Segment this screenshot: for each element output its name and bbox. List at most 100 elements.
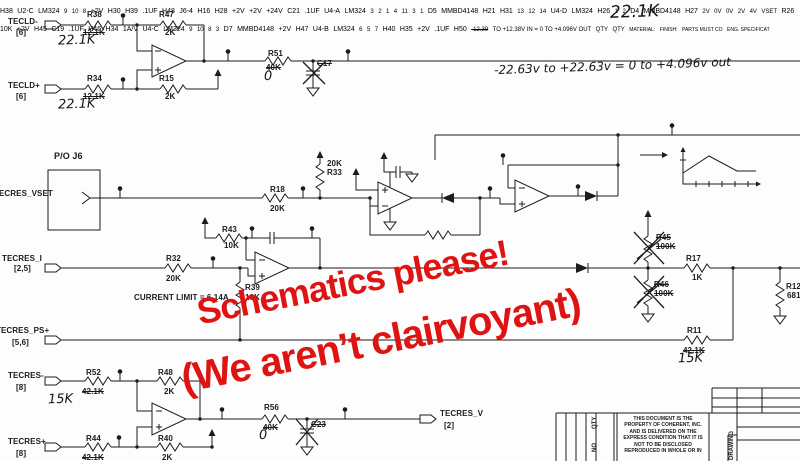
resistor-R17 bbox=[683, 263, 711, 273]
power-label-2v: +2V bbox=[90, 8, 104, 15]
opamp-polarity-marks bbox=[155, 50, 525, 430]
power-label-2v: +2V bbox=[16, 26, 30, 33]
hand-value-R38: 22.1K bbox=[57, 32, 96, 49]
sheet-ref: [8] bbox=[16, 383, 27, 392]
resistor-R32 bbox=[164, 263, 192, 273]
testpoint-H48 bbox=[345, 49, 351, 62]
arrowheads bbox=[662, 147, 761, 187]
vcc-arrow bbox=[352, 168, 360, 175]
resistor-R33 bbox=[315, 163, 325, 191]
diode-D4 bbox=[585, 191, 597, 201]
ground-symbol bbox=[383, 221, 397, 231]
part-U4-B: LM324 bbox=[333, 26, 355, 33]
pin-number: 3 bbox=[412, 9, 416, 15]
connector-flag-tecres-ps bbox=[44, 335, 62, 345]
diode-D5 bbox=[442, 193, 454, 203]
testpoint-label-H30: H30 bbox=[107, 8, 121, 15]
ref-R11: R11 bbox=[687, 326, 702, 335]
value-C23: .1UF bbox=[434, 26, 450, 33]
ref-R45: R45 bbox=[656, 233, 671, 242]
ref-R47: R47 bbox=[159, 10, 174, 19]
value-R32: 20K bbox=[166, 274, 181, 283]
ref-U4-A: U4-A bbox=[324, 8, 341, 15]
ref-R51: R51 bbox=[268, 49, 283, 58]
opamp-U2-C bbox=[151, 44, 188, 78]
ref-R17: R17 bbox=[686, 254, 701, 263]
opamp-U4-A bbox=[377, 181, 414, 215]
ref-C17: C17 bbox=[317, 59, 332, 68]
pin-number: 1 bbox=[385, 9, 390, 15]
value-C19: .1UF bbox=[68, 26, 84, 33]
power-label-2v: +2V bbox=[278, 26, 292, 33]
ref-R33: R33 bbox=[327, 168, 342, 177]
ref-U4-B: U4-B bbox=[312, 26, 329, 33]
part-D5: MMBD4148 bbox=[441, 8, 479, 15]
value-R12: 681 bbox=[787, 291, 800, 300]
titleblock-qty: QTY bbox=[612, 27, 625, 33]
deleted-component-crosses bbox=[295, 61, 665, 446]
hand-value-R11: 15K bbox=[677, 350, 704, 367]
ref-R52: R52 bbox=[86, 368, 101, 377]
j6-pin-label: J6-4 bbox=[179, 8, 193, 15]
testpoint-label-H16: H16 bbox=[197, 8, 211, 15]
pin-number: 10 bbox=[196, 27, 204, 33]
ref-R26: R26 bbox=[781, 8, 795, 15]
testpoint-H35 bbox=[116, 435, 122, 448]
diode-D7 bbox=[576, 263, 588, 273]
hand-note-22k: 22.1K bbox=[609, 1, 660, 23]
testpoint-label-H40: H40 bbox=[382, 26, 396, 33]
value-R33: 20K bbox=[327, 159, 342, 168]
hand-value-R56: 0 bbox=[258, 427, 268, 444]
testpoint-H50 bbox=[342, 407, 348, 420]
opamp-U4-D bbox=[514, 179, 551, 213]
net-label-tecres-vset: TECRES_VSET bbox=[0, 189, 53, 198]
pin-number: 9 bbox=[63, 9, 68, 15]
testpoint-H21 bbox=[500, 153, 506, 166]
graph-xlabel: VSET bbox=[761, 9, 778, 15]
pin-number: 1 bbox=[614, 9, 618, 15]
hand-value-R51: 0 bbox=[263, 68, 273, 85]
sheet-ref: [5,6] bbox=[12, 338, 29, 347]
ref-R56: R56 bbox=[264, 403, 279, 412]
net-label-tecres-plus: TECRES+ bbox=[8, 437, 46, 446]
diode-cathode-bars bbox=[441, 191, 598, 273]
connector-flag-tecld-plus bbox=[44, 84, 62, 94]
pin-number: 3 bbox=[215, 27, 220, 33]
power-label-2v: +2V bbox=[417, 26, 430, 33]
value-R15: 2K bbox=[165, 92, 176, 101]
resistor-R52 bbox=[84, 376, 112, 386]
ref-C21: C21 bbox=[287, 8, 301, 15]
sheet-ref: [2,5] bbox=[14, 264, 31, 273]
j6-header: P/O J6 bbox=[54, 151, 83, 161]
ref-D4: D4 bbox=[630, 8, 640, 15]
old-value-R44: 42.1K bbox=[82, 453, 104, 461]
value-C21: .1UF bbox=[304, 8, 320, 15]
ref-C23: C23 bbox=[311, 420, 326, 429]
value-R48: 2K bbox=[164, 387, 175, 396]
vcc-arrow bbox=[208, 429, 216, 436]
pin-number: 10 bbox=[71, 9, 79, 15]
connector-flag-tecld-minus bbox=[44, 20, 62, 30]
old-value-R34: 12.1K bbox=[83, 92, 105, 101]
pin-number: 12 bbox=[528, 9, 536, 15]
value-R45: 100K bbox=[656, 242, 676, 251]
note-current-limit: CURRENT LIMIT = 6.14A bbox=[134, 293, 229, 302]
testpoint-H30 bbox=[120, 77, 126, 90]
ref-R43: R43 bbox=[222, 225, 237, 234]
resistor-R12 bbox=[775, 281, 785, 309]
pin-number: 2 bbox=[622, 9, 626, 15]
testpoint-label-H35: H35 bbox=[399, 26, 413, 33]
testpoint-H26 bbox=[575, 184, 581, 197]
note-range-struck: -12.39 bbox=[471, 27, 489, 33]
net-label-tecres-minus: TECRES- bbox=[8, 371, 44, 380]
testpoint-H46 bbox=[309, 226, 315, 239]
hand-value-R34: 22.1K bbox=[57, 96, 96, 113]
testpoint-H34 bbox=[210, 256, 216, 269]
pin-number: 4 bbox=[393, 9, 398, 15]
testpoint-H16 bbox=[117, 186, 123, 199]
ref-R34: R34 bbox=[87, 74, 102, 83]
old-value-R51: 40K bbox=[266, 63, 281, 72]
testpoint-label-H50: H50 bbox=[453, 26, 467, 33]
